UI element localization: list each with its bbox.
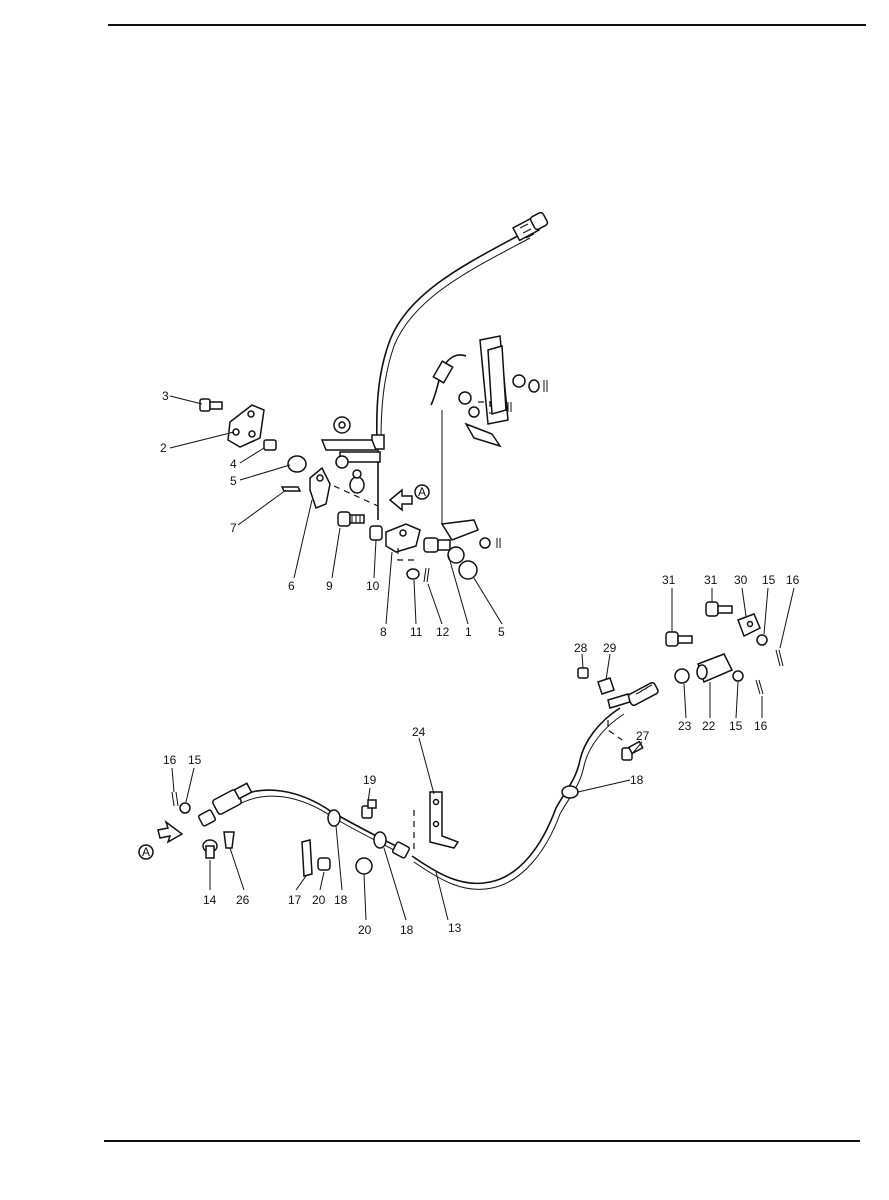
callout-16-top: 16: [786, 573, 800, 587]
callout-5-lower: 5: [498, 625, 505, 639]
callout-10: 10: [366, 579, 380, 593]
callout-3: 3: [162, 389, 169, 403]
view-a-marker-lower: [138, 844, 154, 860]
callout-29: 29: [603, 641, 617, 655]
callout-6: 6: [288, 579, 295, 593]
view-a-letter-upper: A: [418, 485, 426, 499]
upper-right-lever-assembly: [430, 335, 548, 525]
callout-15-left: 15: [188, 753, 202, 767]
callout-5-upper: 5: [230, 474, 237, 488]
callout-24: 24: [412, 725, 426, 739]
callout-16-left: 16: [163, 753, 177, 767]
view-a-letter-lower: A: [142, 845, 150, 859]
callout-1: 1: [465, 625, 472, 639]
callout-11: 11: [410, 625, 423, 639]
callout-15-right: 15: [729, 719, 743, 733]
callout-18-left: 18: [334, 893, 348, 907]
callout-4: 4: [230, 457, 237, 471]
callout-14: 14: [203, 893, 217, 907]
right-clevis-parts: [665, 601, 784, 695]
callout-8: 8: [380, 625, 387, 639]
callout-20-left: 20: [312, 893, 326, 907]
callout-20-center: 20: [358, 923, 372, 937]
callout-19: 19: [363, 773, 377, 787]
callout-18-center: 18: [400, 923, 414, 937]
callout-30: 30: [734, 573, 748, 587]
top-rule: [108, 24, 866, 26]
upper-control-cable: [369, 211, 549, 541]
leader-lines: [169, 395, 795, 921]
callout-18-right: 18: [630, 773, 644, 787]
callout-16-right: 16: [754, 719, 768, 733]
callout-15-top: 15: [762, 573, 776, 587]
callout-13: 13: [448, 921, 462, 935]
callout-9: 9: [326, 579, 333, 593]
callout-labels: 3 2 4 5 7 6 9 10 8 11 12 1 5 31 31 30 15…: [160, 389, 800, 937]
left-mounting-parts: [199, 398, 379, 527]
callout-12: 12: [436, 625, 450, 639]
callout-26: 26: [236, 893, 250, 907]
bottom-rule: [104, 1140, 860, 1142]
callout-27: 27: [636, 729, 650, 743]
cable-bracket-assembly: [320, 416, 381, 494]
view-a-marker-upper: [414, 484, 430, 500]
lower-main-cable: [197, 681, 659, 890]
callout-31-left: 31: [662, 573, 676, 587]
callout-17: 17: [288, 893, 302, 907]
lower-brackets-and-hardware: A: [138, 667, 644, 877]
callout-23: 23: [678, 719, 692, 733]
center-lever-parts: A: [385, 484, 501, 583]
callout-31-right: 31: [704, 573, 718, 587]
callout-2: 2: [160, 441, 167, 455]
callout-7: 7: [230, 521, 237, 535]
callout-22: 22: [702, 719, 716, 733]
callout-28: 28: [574, 641, 588, 655]
